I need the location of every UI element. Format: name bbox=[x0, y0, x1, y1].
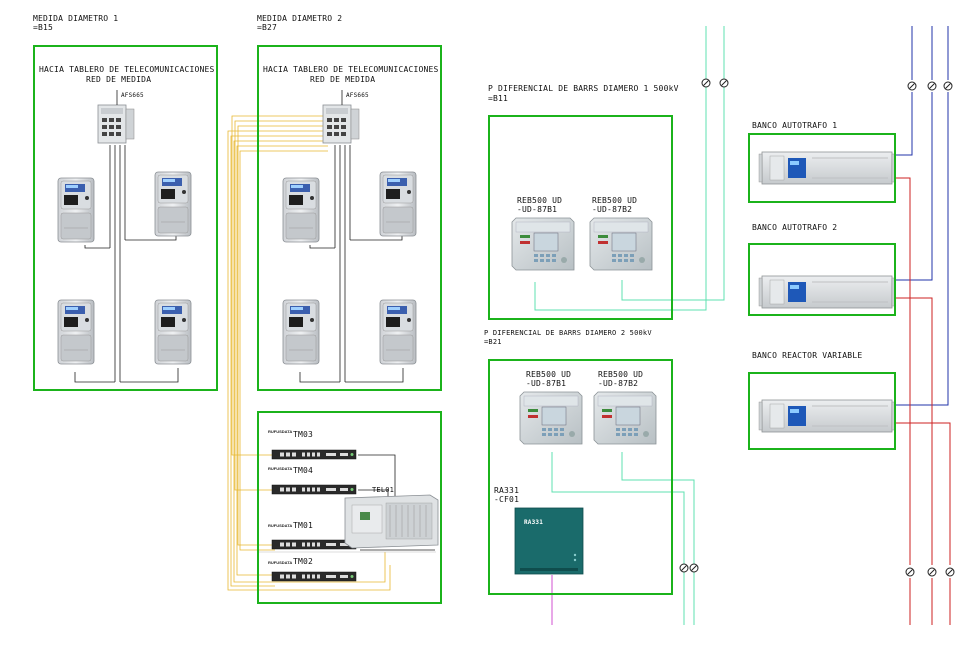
meters2-heading1: HACIA TABLERO DE TELECOMUNICACIONES bbox=[263, 65, 439, 74]
bank3-box bbox=[748, 372, 896, 450]
diff2-ra-label: RA331 bbox=[494, 486, 520, 495]
bank2-label: BANCO AUTOTRAFO 2 bbox=[752, 223, 838, 232]
meters1-heading1: HACIA TABLERO DE TELECOMUNICACIONES bbox=[39, 65, 215, 74]
diff1-box bbox=[488, 115, 673, 320]
svg-text:RUFUSDATA: RUFUSDATA bbox=[268, 560, 292, 565]
diff2-relay-b: REB500 UD bbox=[598, 370, 644, 379]
bank1-label: BANCO AUTOTRAFO 1 bbox=[752, 121, 838, 130]
diff1-relay-a: REB500 UD bbox=[517, 196, 563, 205]
diff2-relay-a: REB500 UD bbox=[526, 370, 572, 379]
diff2-relay-b-code: -UD-87B2 bbox=[598, 379, 639, 388]
telecom-rack-label: TEL01 bbox=[372, 486, 395, 494]
diff2-ra-code: -CF01 bbox=[494, 495, 520, 504]
bank3-label: BANCO REACTOR VARIABLE bbox=[752, 351, 863, 360]
diff2-box bbox=[488, 359, 673, 595]
telecom-device-tm02: TM02 bbox=[293, 557, 314, 566]
telecom-box bbox=[257, 411, 442, 604]
telecom-device-tm03: TM03 bbox=[293, 430, 314, 439]
bank1-box bbox=[748, 133, 896, 203]
diff1-relay-b-code: -UD-87B2 bbox=[592, 205, 633, 214]
diff1-relay-a-code: -UD-87B1 bbox=[517, 205, 558, 214]
svg-text:RUFUSDATA: RUFUSDATA bbox=[268, 466, 292, 471]
meters1-code: =B15 bbox=[33, 23, 54, 32]
meters2-heading2: RED DE MEDIDA bbox=[310, 75, 376, 84]
diff1-title: P DIFERENCIAL DE BARRS DIAMERO 1 500kV bbox=[488, 84, 679, 93]
diff2-code: =B21 bbox=[484, 338, 502, 346]
meters2-title: MEDIDA DIAMETRO 2 bbox=[257, 14, 343, 23]
meters1-box bbox=[33, 45, 218, 391]
svg-text:RUFUSDATA: RUFUSDATA bbox=[268, 523, 292, 528]
diff1-relay-b: REB500 UD bbox=[592, 196, 638, 205]
diff2-title: P DIFERENCIAL DE BARRS DIAMERO 2 500kV bbox=[484, 329, 652, 337]
bank2-box bbox=[748, 243, 896, 316]
meters1-heading2: RED DE MEDIDA bbox=[86, 75, 152, 84]
telecom-device-tm04: TM04 bbox=[293, 466, 314, 475]
svg-text:RUFUSDATA: RUFUSDATA bbox=[268, 429, 292, 434]
diff1-code: =B11 bbox=[488, 94, 509, 103]
meters2-box bbox=[257, 45, 442, 391]
meters1-title: MEDIDA DIAMETRO 1 bbox=[33, 14, 119, 23]
meters1-switch-label: AFS665 bbox=[121, 92, 144, 99]
meters2-switch-label: AFS665 bbox=[346, 92, 369, 99]
meters2-code: =B27 bbox=[257, 23, 278, 32]
diff2-relay-a-code: -UD-87B1 bbox=[526, 379, 567, 388]
telecom-device-tm01: TM01 bbox=[293, 521, 314, 530]
ra331-face-label: RA331 bbox=[524, 519, 544, 526]
